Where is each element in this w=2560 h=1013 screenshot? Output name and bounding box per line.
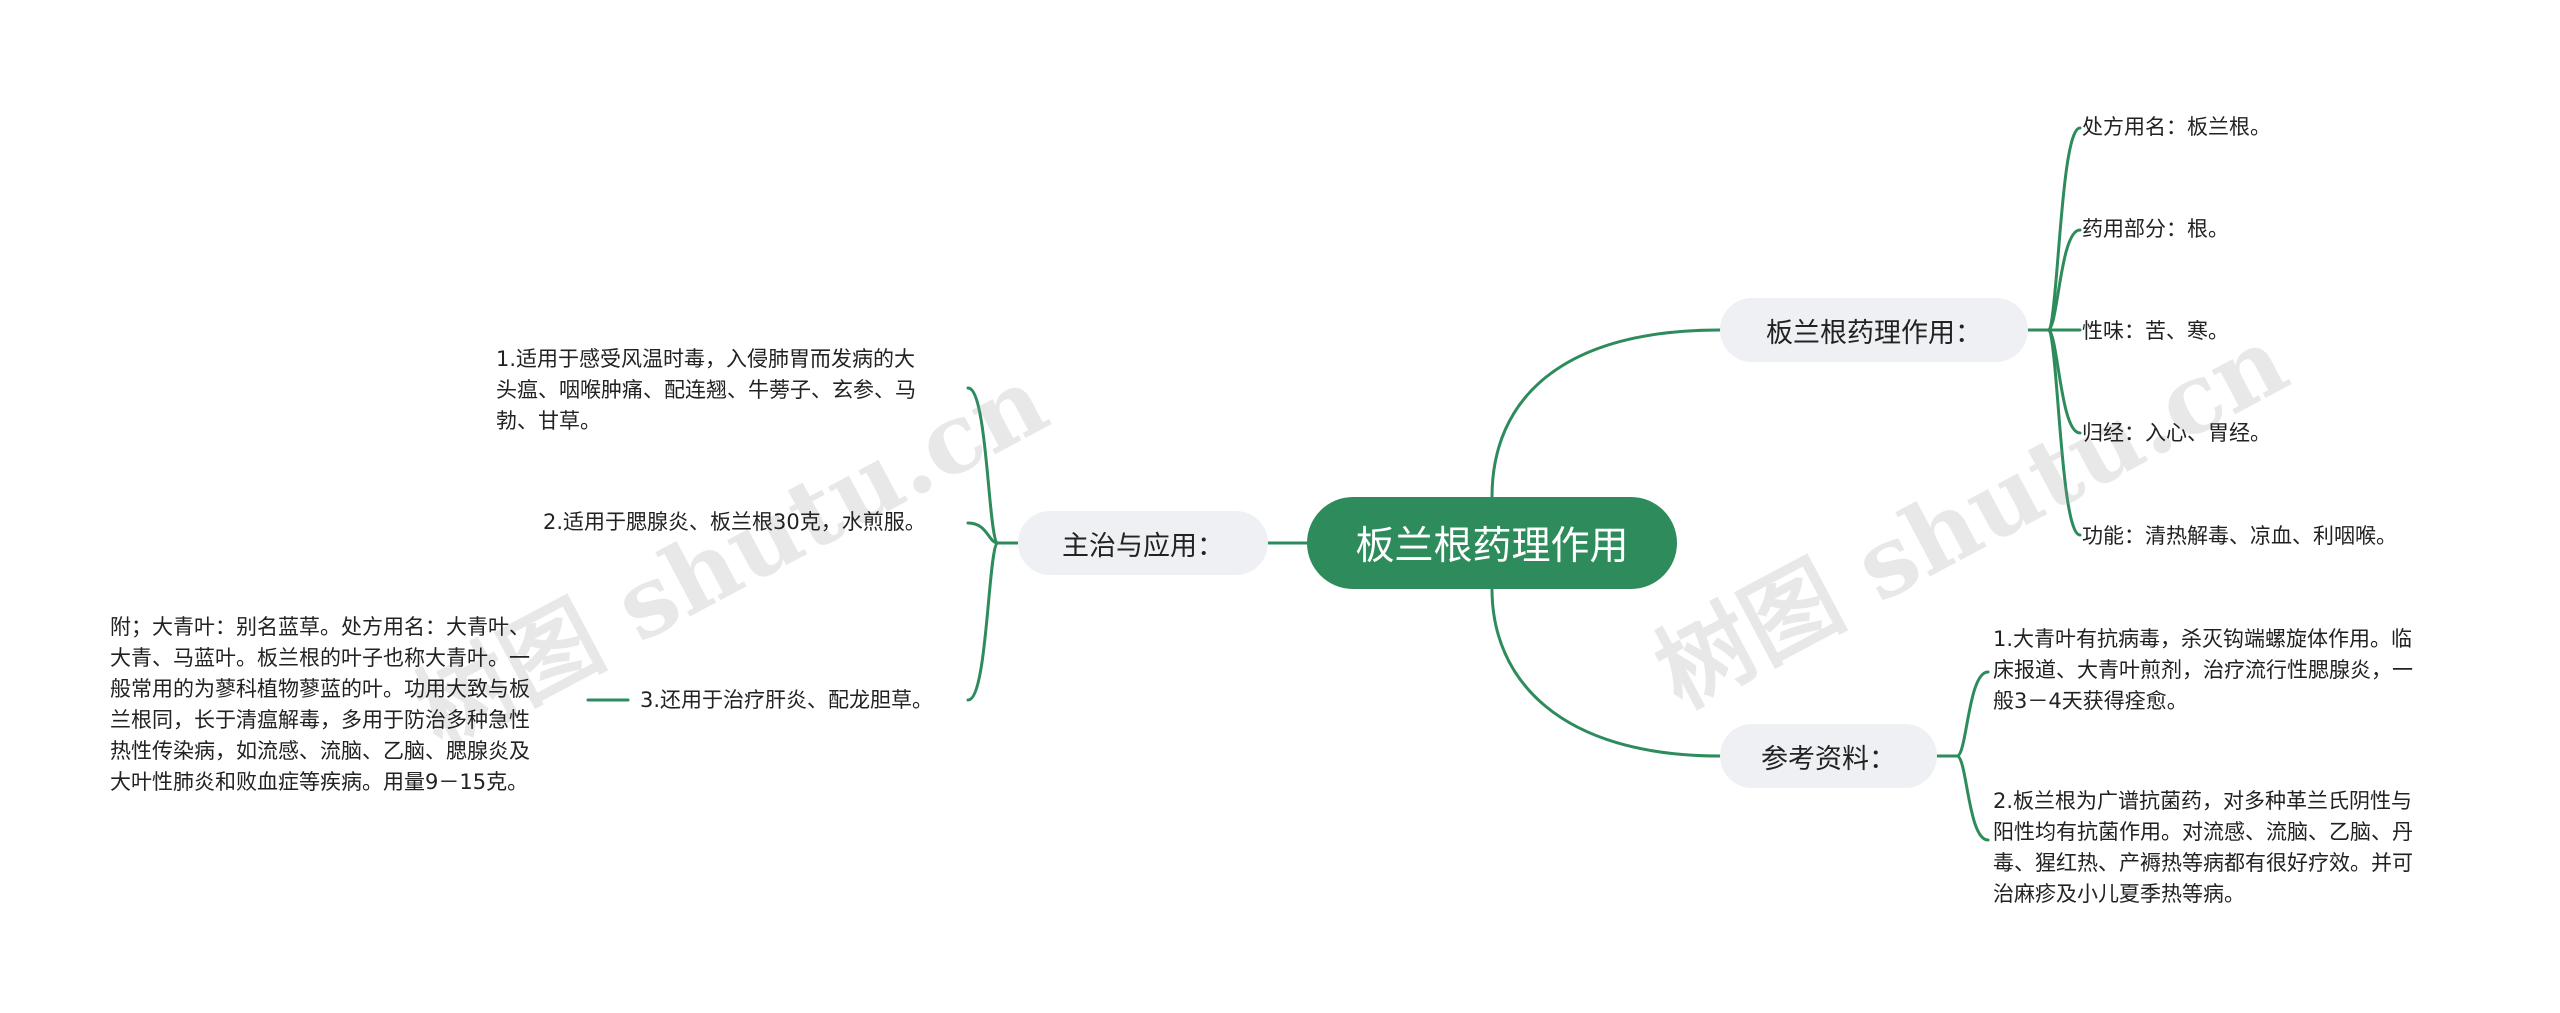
reference-line: 阳性均有抗菌作用。对流感、流脑、乙脑、丹 (1993, 820, 2413, 844)
note-line: 附；大青叶：别名蓝草。处方用名：大青叶、 (110, 615, 530, 639)
pharmacology-item[interactable]: 功能：清热解毒、凉血、利咽喉。 (2082, 524, 2397, 548)
edge-center-pharmacology (1490, 328, 1722, 499)
edge-pharm-1 (2046, 126, 2082, 332)
indication-line: 1.适用于感受风温时毒，入侵肺胃而发病的大 (496, 347, 916, 371)
edge-pharm-2 (2046, 228, 2082, 332)
indication-note[interactable]: 附；大青叶：别名蓝草。处方用名：大青叶、 大青、马蓝叶。板兰根的叶子也称大青叶。… (110, 612, 530, 798)
indication-line: 勃、甘草。 (496, 409, 601, 433)
reference-line: 毒、猩红热、产褥热等病都有很好疗效。并可 (1993, 851, 2413, 875)
edge-ref-1 (1955, 670, 1990, 758)
note-line: 热性传染病，如流感、流脑、乙脑、腮腺炎及 (110, 739, 530, 763)
pharmacology-item[interactable]: 性味：苦、寒。 (2082, 319, 2229, 343)
edge-ind-3 (966, 541, 1000, 702)
note-line: 大青、马蓝叶。板兰根的叶子也称大青叶。一 (110, 646, 530, 670)
edge-pharm-5 (2046, 328, 2082, 537)
indication-item-1[interactable]: 1.适用于感受风温时毒，入侵肺胃而发病的大 头瘟、咽喉肿痛、配连翘、牛蒡子、玄参… (496, 344, 916, 437)
pharmacology-item[interactable]: 归经：入心、胃经。 (2082, 421, 2271, 445)
reference-line: 治麻疹及小儿夏季热等病。 (1993, 882, 2245, 906)
reference-line: 1.大青叶有抗病毒，杀灭钩端螺旋体作用。临 (1993, 627, 2413, 651)
edge-ind-1 (966, 386, 1000, 545)
reference-line: 2.板兰根为广谱抗菌药，对多种革兰氏阴性与 (1993, 789, 2413, 813)
reference-line: 般3－4天获得痊愈。 (1993, 689, 2188, 713)
center-topic[interactable]: 板兰根药理作用 (1307, 497, 1677, 589)
note-line: 般常用的为蓼科植物蓼蓝的叶。功用大致与板 (110, 677, 530, 701)
note-line: 大叶性肺炎和败血症等疾病。用量9－15克。 (110, 770, 529, 794)
edge-ind-2 (966, 521, 1000, 545)
indication-item-2[interactable]: 2.适用于腮腺炎、板兰根30克，水煎服。 (543, 510, 926, 534)
indication-line: 头瘟、咽喉肿痛、配连翘、牛蒡子、玄参、马 (496, 378, 916, 402)
note-line: 兰根同，长于清瘟解毒，多用于防治多种急性 (110, 708, 530, 732)
branch-pharmacology[interactable]: 板兰根药理作用： (1720, 298, 2028, 362)
edge-ref-2 (1955, 754, 1990, 842)
branch-references[interactable]: 参考资料： (1720, 724, 1937, 788)
reference-item-1[interactable]: 1.大青叶有抗病毒，杀灭钩端螺旋体作用。临 床报道、大青叶煎剂，治疗流行性腮腺炎… (1993, 624, 2413, 717)
branch-indications[interactable]: 主治与应用： (1018, 511, 1268, 575)
reference-item-2[interactable]: 2.板兰根为广谱抗菌药，对多种革兰氏阴性与 阳性均有抗菌作用。对流感、流脑、乙脑… (1993, 786, 2413, 910)
pharmacology-item[interactable]: 药用部分：根。 (2082, 217, 2229, 241)
pharmacology-item[interactable]: 处方用名：板兰根。 (2082, 115, 2271, 139)
edge-center-references (1490, 587, 1722, 758)
reference-line: 床报道、大青叶煎剂，治疗流行性腮腺炎，一 (1993, 658, 2413, 682)
indication-item-3[interactable]: 3.还用于治疗肝炎、配龙胆草。 (640, 688, 934, 712)
